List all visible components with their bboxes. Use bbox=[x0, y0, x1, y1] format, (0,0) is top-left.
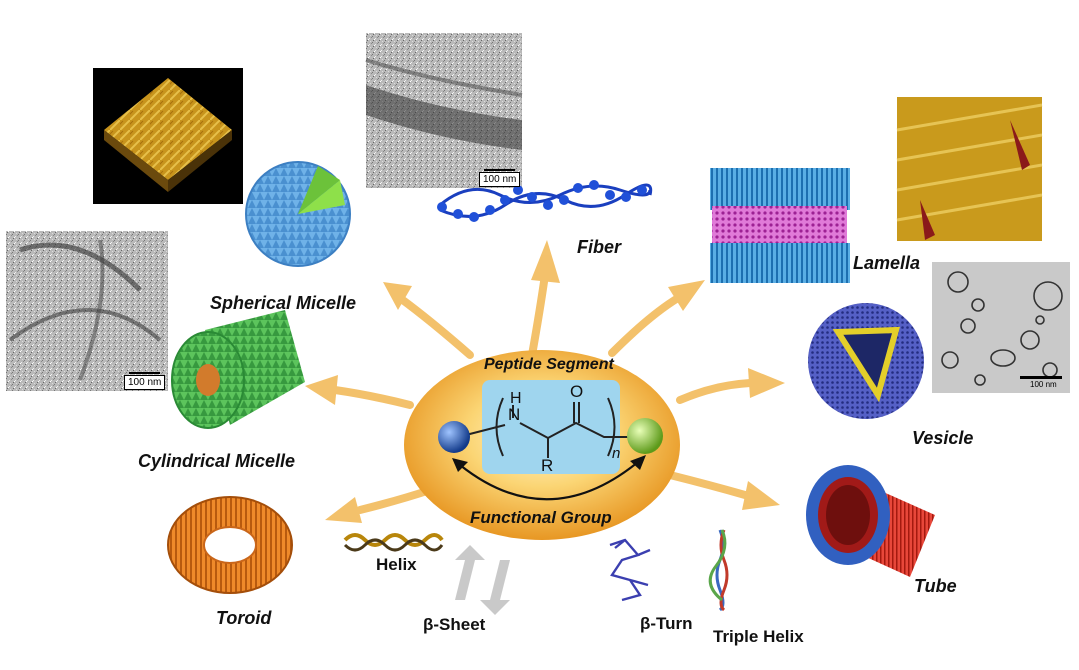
atom-h-label: H bbox=[510, 390, 522, 407]
spherical-micelle-model bbox=[245, 161, 351, 267]
vesicle-tem-image bbox=[932, 262, 1070, 393]
arrow-to-lamella bbox=[608, 280, 705, 357]
lamella-label: Lamella bbox=[853, 253, 921, 273]
beta-sheet-arrows bbox=[455, 545, 510, 615]
afm-image-3d bbox=[93, 68, 243, 204]
vesicle-scale-bar: 100 nm bbox=[1030, 380, 1057, 389]
repeat-subscript: n bbox=[612, 445, 621, 462]
vesicle-label: Vesicle bbox=[912, 428, 974, 448]
tube-label: Tube bbox=[914, 576, 957, 596]
arrow-to-tube bbox=[666, 471, 780, 510]
beta-turn-label: β-Turn bbox=[640, 614, 693, 633]
tube-model bbox=[806, 465, 935, 577]
beta-turn-model bbox=[609, 538, 651, 602]
atom-r-label: R bbox=[541, 456, 554, 475]
peptide-segment-label: Peptide Segment bbox=[484, 356, 614, 373]
spherical-micelle-label: Spherical Micelle bbox=[210, 293, 357, 313]
triple-helix-model bbox=[708, 529, 729, 612]
arrow-to-toroid bbox=[325, 486, 434, 523]
hydrophobic-sphere-blue bbox=[438, 421, 470, 453]
toroid-model bbox=[167, 496, 293, 594]
arrow-to-spherical-micelle bbox=[383, 282, 474, 359]
functional-sphere-green bbox=[627, 418, 663, 454]
fiber-label: Fiber bbox=[577, 237, 622, 257]
arrow-to-vesicle bbox=[676, 368, 785, 404]
helix-label: Helix bbox=[376, 555, 417, 574]
arrow-to-fiber bbox=[528, 240, 560, 359]
functional-group-arrow bbox=[459, 461, 639, 501]
toroid-label: Toroid bbox=[216, 608, 272, 628]
atom-o-label: O bbox=[570, 382, 584, 401]
cylinder-scale-bar: 100 nm bbox=[124, 372, 166, 390]
peptide-segment-box bbox=[482, 380, 620, 474]
fiber-helix-model bbox=[437, 180, 653, 222]
atom-n-label: N bbox=[508, 405, 521, 424]
cylinder-tem-image bbox=[6, 231, 168, 391]
arrow-to-cylindrical-micelle bbox=[305, 375, 414, 409]
cylindrical-micelle-label: Cylindrical Micelle bbox=[138, 451, 296, 471]
peptide-amphiphile-core bbox=[404, 350, 680, 540]
lamella-model bbox=[710, 168, 850, 283]
helix-model bbox=[343, 533, 444, 552]
arrows bbox=[305, 240, 785, 523]
fiber-group bbox=[365, 33, 653, 222]
fiber-scale-bar: 100 nm bbox=[479, 169, 521, 187]
cylindrical-micelle-model bbox=[171, 310, 305, 429]
triple-helix-label: Triple Helix bbox=[713, 627, 804, 646]
vesicle-model bbox=[808, 303, 924, 419]
lamella-afm-image bbox=[896, 97, 1043, 241]
beta-sheet-label: β-Sheet bbox=[423, 615, 486, 634]
functional-group-label: Functional Group bbox=[470, 508, 612, 527]
